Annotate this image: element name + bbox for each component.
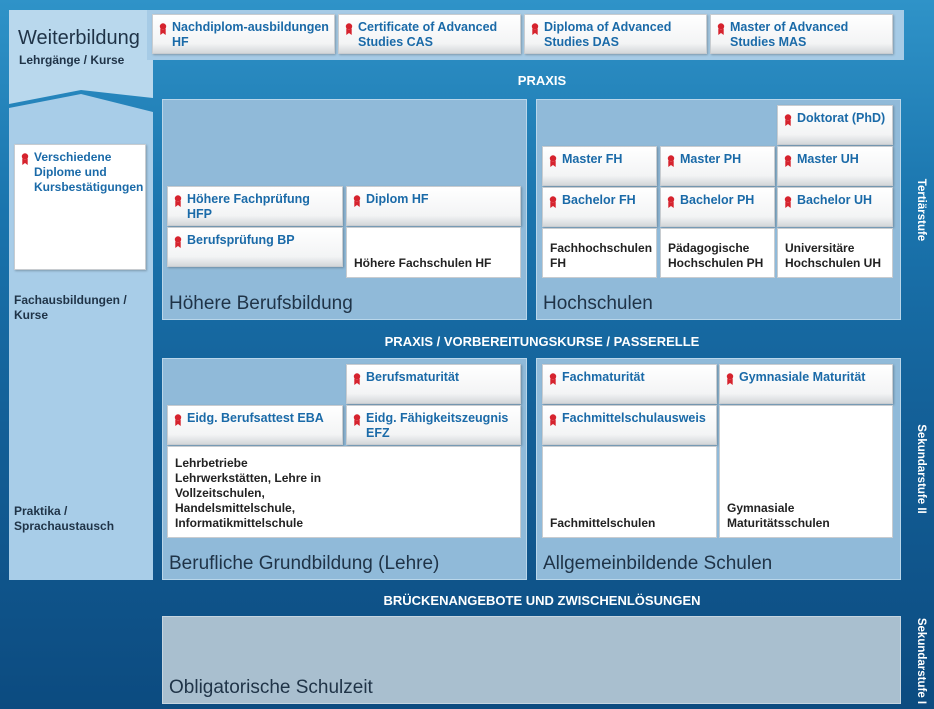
panel-title: Allgemeinbildende Schulen [543,553,773,574]
ribbon-icon [549,414,557,426]
ribbon-icon [159,23,167,35]
card-label: Diplom HF [366,192,429,206]
ribbon-icon [726,373,734,385]
left-arrow-shape [9,10,153,580]
weiterbildung-subtitle: Lehrgänge / Kurse [19,53,125,67]
card-label: Master PH [680,152,742,166]
card-label: Gymnasiale Maturität [739,370,866,384]
card-berufsmaturitaet[interactable]: Berufsmaturität [346,364,521,404]
ribbon-icon [549,373,557,385]
side-label-tertiaer: Tertiärstufe [915,178,927,242]
ribbon-icon [549,155,557,167]
ribbon-icon [21,153,29,165]
box-label: Gymnasiale Maturitätsschulen [727,501,830,530]
card-label: Höhere Fachprüfung HFP [187,192,310,221]
box-label: Lehrbetriebe Lehrwerkstätten, Lehre in V… [175,456,322,530]
card-label: Master FH [562,152,623,166]
card-label: Nachdiplom-ausbildungen HF [172,20,329,49]
card-label: Berufsprüfung BP [187,233,295,247]
box-fachmittelschulen: Fachmittelschulen [542,446,717,538]
card-bachelor-fh[interactable]: Bachelor FH [542,187,657,227]
card-label: Certificate of Advanced Studies CAS [358,20,498,49]
card-mas[interactable]: Master of Advanced Studies MAS [710,14,893,54]
ribbon-icon [784,114,792,126]
box-label: Höhere Fachschulen HF [354,256,492,270]
card-master-fh[interactable]: Master FH [542,146,657,186]
ribbon-icon [353,414,361,426]
panel-title: Hochschulen [543,293,653,314]
card-fachmaturitaet[interactable]: Fachmaturität [542,364,717,404]
card-bachelor-uh[interactable]: Bachelor UH [777,187,893,227]
card-label: Master of Advanced Studies MAS [730,20,849,49]
side-label-sek2: Sekundarstufe II [915,424,927,514]
card-efz[interactable]: Eidg. Fähigkeitszeugnis EFZ [346,405,521,445]
ribbon-icon [174,414,182,426]
ribbon-icon [549,196,557,208]
card-das[interactable]: Diploma of Advanced Studies DAS [524,14,707,54]
box-universitaere-hochschulen: Universitäre Hochschulen UH [777,228,893,278]
card-master-uh[interactable]: Master UH [777,146,893,186]
card-diplome-kurse[interactable]: Verschiedene Diplome und Kursbestätigung… [14,144,146,270]
card-eba[interactable]: Eidg. Berufsattest EBA [167,405,343,445]
card-cas[interactable]: Certificate of Advanced Studies CAS [338,14,521,54]
ribbon-icon [174,195,182,207]
card-bachelor-ph[interactable]: Bachelor PH [660,187,775,227]
card-master-ph[interactable]: Master PH [660,146,775,186]
panel-title: Berufliche Grundbildung (Lehre) [169,553,440,574]
card-doktorat[interactable]: Doktorat (PhD) [777,105,893,145]
weiterbildung-title: Weiterbildung [18,27,140,49]
fachausbildungen-text: Fachausbildungen / Kurse [14,293,127,322]
panel-title: Höhere Berufsbildung [169,293,353,314]
card-label: Master UH [797,152,859,166]
card-label: Fachmaturität [562,370,645,384]
card-gymnasiale-maturitaet[interactable]: Gymnasiale Maturität [719,364,893,404]
ribbon-icon [353,195,361,207]
ribbon-icon [667,155,675,167]
card-diplom-hf[interactable]: Diplom HF [346,186,521,226]
panel-title: Obligatorische Schulzeit [169,677,373,698]
box-hoehere-fachschulen: Höhere Fachschulen HF [346,227,521,278]
card-label: Eidg. Berufsattest EBA [187,411,324,425]
panel-obligatorische-schulzeit: Obligatorische Schulzeit [162,616,901,704]
ribbon-icon [717,23,725,35]
band-bruecken: BRÜCKENANGEBOTE UND ZWISCHENLÖSUNGEN [383,593,701,608]
card-label: Bachelor FH [562,193,636,207]
card-label: Bachelor UH [797,193,873,207]
card-hfp[interactable]: Höhere Fachprüfung HFP [167,186,343,226]
card-bp[interactable]: Berufsprüfung BP [167,227,343,267]
card-label: Diploma of Advanced Studies DAS [544,20,672,49]
band-praxis: PRAXIS [517,73,567,88]
ribbon-icon [784,155,792,167]
box-label: Pädagogische Hochschulen PH [668,241,764,270]
box-label: Fachhochschulen FH [550,241,653,270]
praktika-text: Praktika / Sprachaustausch [14,504,115,533]
card-fachmittelschulausweis[interactable]: Fachmittelschulausweis [542,405,717,445]
card-label: Verschiedene Diplome und Kursbestätigung… [34,150,144,194]
ribbon-icon [353,373,361,385]
box-label: Fachmittelschulen [550,516,656,530]
card-label: Bachelor PH [680,193,755,207]
ribbon-icon [174,236,182,248]
ribbon-icon [531,23,539,35]
band-vorbereitung: PRAXIS / VORBEREITUNGSKURSE / PASSERELLE [384,334,700,349]
card-label: Berufsmaturität [366,370,460,384]
card-label: Eidg. Fähigkeitszeugnis EFZ [366,411,509,440]
card-label: Fachmittelschulausweis [562,411,706,425]
box-gymnasiale-maturitaetsschulen: Gymnasiale Maturitätsschulen [719,405,893,538]
ribbon-icon [345,23,353,35]
card-nachdiplom[interactable]: Nachdiplom-ausbildungen HF [152,14,335,54]
box-label: Universitäre Hochschulen UH [785,241,882,270]
ribbon-icon [667,196,675,208]
side-label-sek1: Sekundarstufe I [915,617,927,705]
ribbon-icon [784,196,792,208]
box-lernorte: Lehrbetriebe Lehrwerkstätten, Lehre in V… [167,446,521,538]
box-fachhochschulen: Fachhochschulen FH [542,228,657,278]
card-label: Doktorat (PhD) [797,111,886,125]
box-paedagogische-hochschulen: Pädagogische Hochschulen PH [660,228,775,278]
